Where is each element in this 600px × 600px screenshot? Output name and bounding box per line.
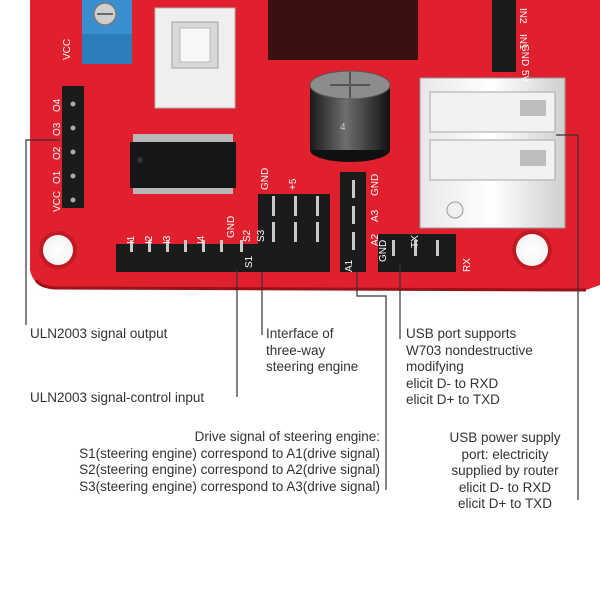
silk-s2: S2	[242, 229, 253, 242]
silk-in2: IN2	[517, 8, 528, 24]
silk-i1: I1	[126, 235, 137, 244]
silk-vcc-top: VCC	[62, 39, 73, 60]
silk-s1: S1	[244, 255, 255, 268]
silk-gnd-bottom: GND	[226, 216, 237, 238]
silk-gnd-right: GND	[519, 44, 530, 66]
mounting-hole-left	[39, 231, 77, 269]
silk-o3: O3	[52, 122, 63, 136]
capacitor-mark: 4	[340, 122, 346, 133]
silk-vcc-left: VCC	[52, 191, 63, 212]
power-terminal-block	[82, 0, 132, 64]
top-module	[268, 0, 418, 60]
uln-output-label: ULN2003 signal output	[30, 326, 168, 341]
pcb-board-shadow	[34, 279, 587, 292]
uln2003-chip	[130, 134, 236, 194]
silk-i4: I4	[196, 235, 207, 244]
usb-port-label: USB port supports W703 nondestructive mo…	[406, 326, 533, 407]
silk-s3: S3	[256, 229, 267, 242]
silk-rx: RX	[462, 258, 473, 272]
silk-o1: O1	[52, 170, 63, 184]
leader-usb-power	[556, 134, 579, 500]
silk-a3: A3	[370, 209, 381, 222]
left-header	[62, 86, 84, 208]
silk-gnd-analog: GND	[370, 174, 381, 196]
bottom-header	[116, 244, 260, 272]
silk-5v: 5V	[519, 70, 530, 83]
uln-input-label: ULN2003 signal-control input	[30, 390, 205, 405]
silk-a1: A1	[344, 259, 355, 272]
usb-port	[419, 77, 566, 229]
silk-o4: O4	[52, 98, 63, 112]
silk-o2: O2	[52, 146, 63, 160]
usb-power-label: USB power supply port: electricity suppl…	[449, 430, 561, 511]
silk-in1: IN1	[517, 34, 528, 50]
silk-a2: A2	[370, 233, 381, 246]
silk-i3: I3	[162, 235, 173, 244]
push-switch	[154, 7, 236, 109]
header-pins	[130, 180, 439, 256]
steering-interface-label: Interface of three-way steering engine	[266, 326, 359, 374]
silk-tx: TX	[410, 235, 421, 248]
silk-gnd-servo: GND	[260, 168, 271, 190]
silk-plus5: +5	[288, 178, 299, 190]
leader-uln-output	[25, 139, 60, 325]
electrolytic-capacitor: 4	[309, 70, 391, 162]
right-header	[492, 0, 516, 72]
led	[446, 201, 464, 219]
leader-drive-signal	[356, 272, 387, 490]
drive-signal-label: Drive signal of steering engine: S1(stee…	[79, 429, 380, 494]
silk-i2: I2	[144, 235, 155, 244]
mounting-hole-right	[512, 230, 552, 270]
silk-gnd-uart: GND	[378, 240, 389, 262]
